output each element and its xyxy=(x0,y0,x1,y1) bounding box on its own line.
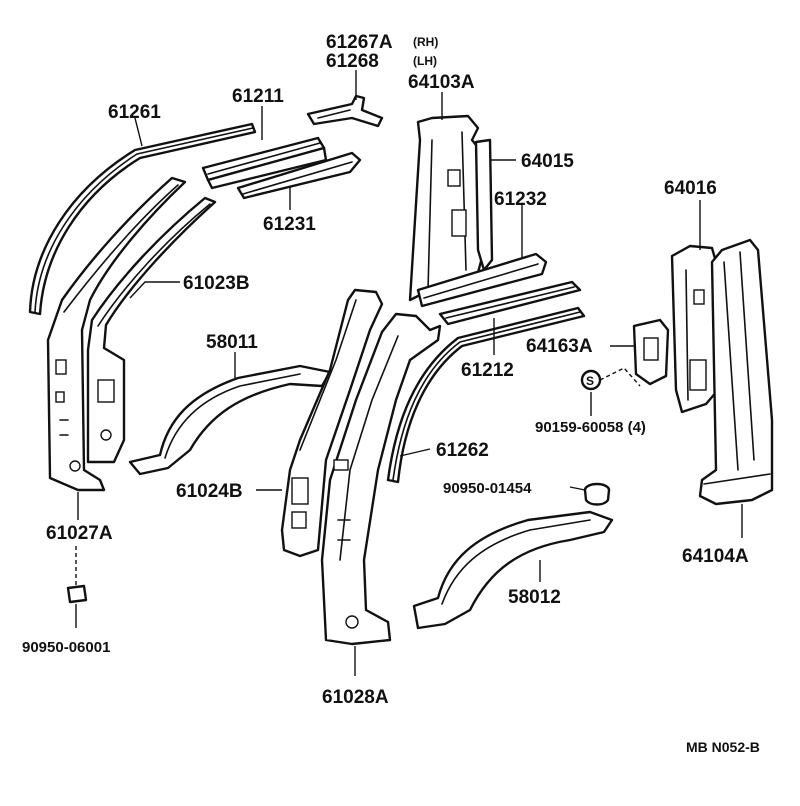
leader-lines xyxy=(75,70,743,676)
label-64104A: 64104A xyxy=(682,546,749,567)
label-61231: 61231 xyxy=(263,214,316,235)
part-61028A-center-pillar-outer[interactable] xyxy=(320,312,442,646)
reference-code: MB N052-B xyxy=(686,739,760,755)
label-90159-60058: 90159-60058 (4) xyxy=(535,419,646,436)
part-61267A-bracket[interactable] xyxy=(306,94,384,128)
label-64016: 64016 xyxy=(664,178,717,199)
label-64163A: 64163A xyxy=(526,336,593,357)
label-61023B: 61023B xyxy=(183,273,250,294)
part-61023B-front-pillar[interactable] xyxy=(46,176,187,492)
part-58011-step-sill[interactable] xyxy=(128,364,332,476)
part-61027A-front-pillar-lower[interactable] xyxy=(86,196,217,464)
part-64015-rear-pillar-reinforcement[interactable] xyxy=(474,138,494,272)
part-61024B-center-pillar-inner[interactable] xyxy=(280,288,384,558)
label-61268: 61268 xyxy=(326,51,379,72)
label-rh: (RH) xyxy=(413,35,438,49)
screw-s-marker[interactable]: S xyxy=(580,369,602,391)
label-61262: 61262 xyxy=(436,440,489,461)
label-61232: 61232 xyxy=(494,189,547,210)
label-61028A: 61028A xyxy=(322,687,389,708)
part-61211-roof-side-rail[interactable] xyxy=(201,136,328,190)
part-61212-rear-roof-side-rail[interactable] xyxy=(438,280,582,326)
label-61212: 61212 xyxy=(461,360,514,381)
part-64163A-bracket-plate[interactable] xyxy=(632,318,670,386)
label-61261: 61261 xyxy=(108,102,161,123)
part-64016-rear-pillar-inner[interactable] xyxy=(670,244,720,414)
part-61231-roof-rail-inner[interactable] xyxy=(236,151,362,200)
svg-text:S: S xyxy=(586,374,594,388)
callout-labels: 61267A (RH) 61268 (LH) 64103A 61261 6121… xyxy=(22,32,760,755)
part-58012-rear-step-sill[interactable] xyxy=(412,510,614,630)
part-90950-01454-plug[interactable] xyxy=(583,482,611,506)
label-61211: 61211 xyxy=(232,86,284,107)
label-lh: (LH) xyxy=(413,54,437,68)
label-64015: 64015 xyxy=(521,151,574,172)
label-90950-01454: 90950-01454 xyxy=(443,480,532,497)
label-90950-06001: 90950-06001 xyxy=(22,639,110,656)
part-61232-rear-rail[interactable] xyxy=(416,252,548,308)
label-58011: 58011 xyxy=(206,332,258,353)
part-61261-roof-rail[interactable] xyxy=(28,122,257,316)
part-90950-06001-clip[interactable] xyxy=(66,584,88,604)
label-58012: 58012 xyxy=(508,587,561,608)
label-64103A: 64103A xyxy=(408,72,475,93)
part-64104A-rear-quarter-pillar[interactable] xyxy=(698,238,774,506)
label-61024B: 61024B xyxy=(176,481,243,502)
label-61027A: 61027A xyxy=(46,523,113,544)
part-61262-rear-drip-rail[interactable] xyxy=(386,306,586,484)
label-61267A: 61267A xyxy=(326,32,393,53)
